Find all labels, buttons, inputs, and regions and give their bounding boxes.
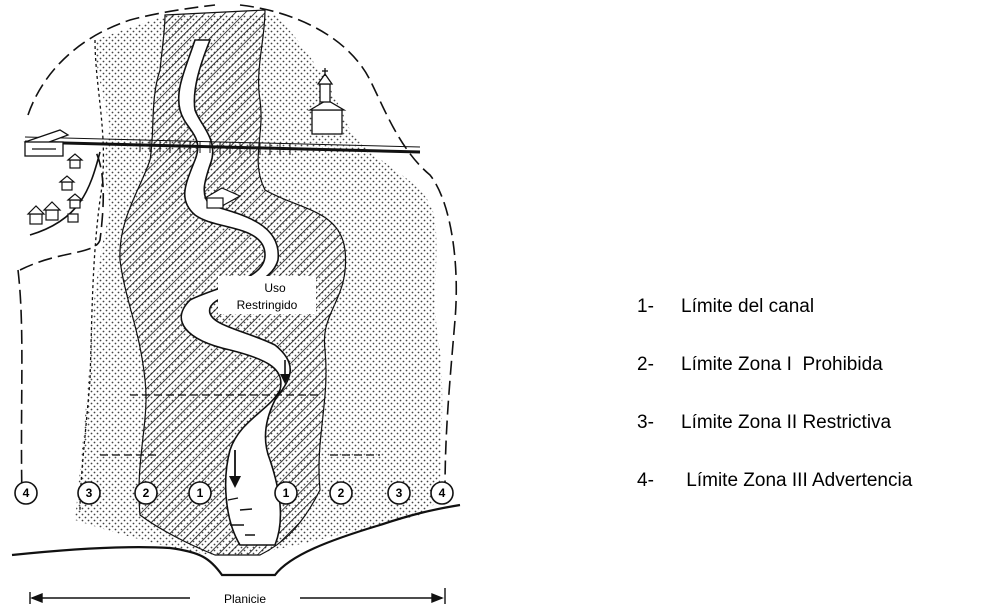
svg-text:4: 4 <box>439 486 446 500</box>
legend-text: Límite del canal <box>681 296 815 317</box>
inner-label-line2: Restringido <box>237 298 298 312</box>
marker-4-left: 4 <box>14 481 38 505</box>
legend-text: Límite Zona II Restrictiva <box>681 412 892 433</box>
marker-3-left: 3 <box>77 481 101 505</box>
legend-number: 2- <box>637 354 654 375</box>
zone-iii-boundary-right <box>239 4 458 491</box>
legend-item-1: 1- Límite del canal <box>637 296 814 318</box>
svg-text:3: 3 <box>396 486 403 500</box>
svg-text:1: 1 <box>283 486 290 500</box>
svg-text:4: 4 <box>23 486 30 500</box>
legend-text: Límite Zona III Advertencia <box>681 470 913 491</box>
svg-text:2: 2 <box>338 486 345 500</box>
legend-item-4: 4- Límite Zona III Advertencia <box>637 470 912 492</box>
svg-text:2: 2 <box>143 486 150 500</box>
legend-text: Límite Zona I Prohibida <box>681 354 883 375</box>
marker-1-left: 1 <box>188 481 212 505</box>
marker-1-right: 1 <box>274 481 298 505</box>
svg-text:3: 3 <box>86 486 93 500</box>
svg-text:1: 1 <box>197 486 204 500</box>
marker-3-right: 3 <box>387 481 411 505</box>
bridge <box>139 140 291 155</box>
zone-markers: 4 3 2 1 1 2 3 4 <box>14 481 454 505</box>
floodplain-zoning-illustration: Uso Restringido 4 3 2 1 1 2 3 4 <box>0 0 470 607</box>
zone-iii-boundary-left <box>27 4 216 116</box>
river-house <box>203 187 242 209</box>
legend-number: 3- <box>637 412 654 433</box>
marker-4-right: 4 <box>430 481 454 505</box>
planicie-label: Planicie <box>224 592 266 606</box>
church <box>307 68 347 135</box>
marker-2-right: 2 <box>329 481 353 505</box>
marker-2-left: 2 <box>134 481 158 505</box>
zone-arrows <box>100 394 380 456</box>
legend-number: 1- <box>637 296 654 317</box>
legend-item-2: 2- Límite Zona I Prohibida <box>637 354 883 376</box>
legend-number: 4- <box>637 470 654 491</box>
planicie-arrow <box>29 588 446 604</box>
road-line <box>24 140 421 154</box>
factory-building <box>23 129 70 157</box>
inner-label-line1: Uso <box>264 281 286 295</box>
zone-iii-boundary-left-bottom <box>17 269 23 501</box>
legend-item-3: 3- Límite Zona II Restrictiva <box>637 412 891 434</box>
houses <box>26 153 84 225</box>
zone-iii-boundary-left-lower <box>19 149 105 271</box>
ground-profile <box>11 503 461 577</box>
